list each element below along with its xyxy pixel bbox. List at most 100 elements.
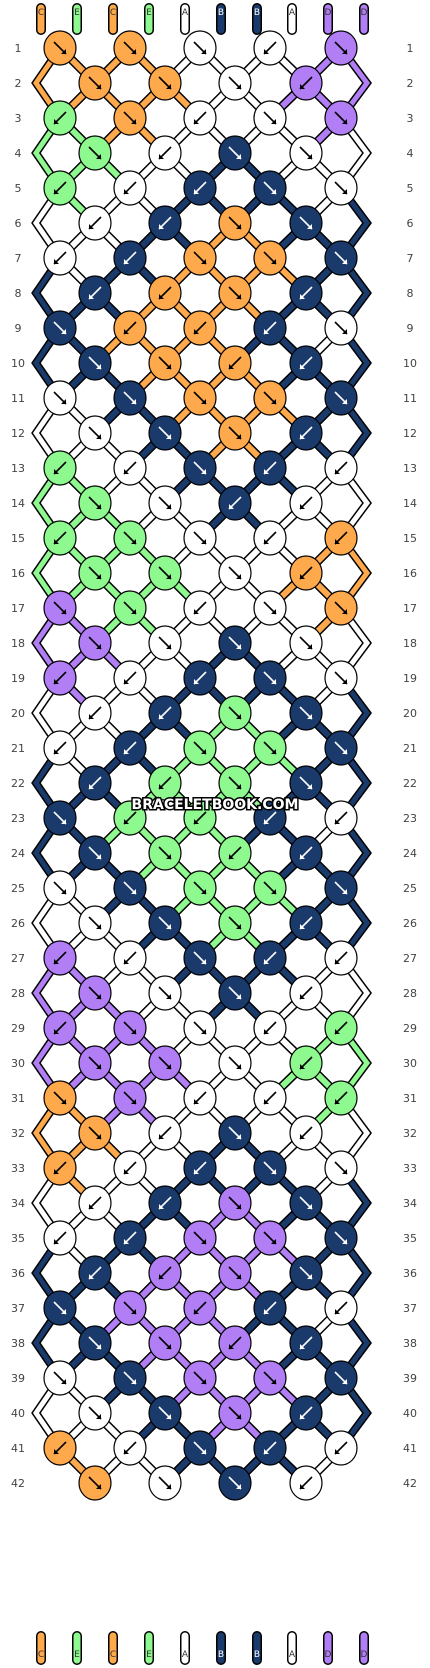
arrow-icon-head <box>342 679 347 684</box>
knot <box>253 1220 287 1256</box>
arrow-icon-head <box>236 224 241 229</box>
knot <box>289 65 323 101</box>
knot <box>113 170 147 206</box>
arrow-icon-head <box>201 469 206 474</box>
knot <box>78 1325 112 1361</box>
knot <box>78 1465 112 1501</box>
arrow-icon-head <box>271 679 276 684</box>
row-label-left: 20 <box>11 707 25 720</box>
arrow-icon-head <box>89 224 94 229</box>
top-string-label: A <box>182 8 189 18</box>
arrow-icon-head <box>89 1274 94 1279</box>
arrow-icon-head <box>300 504 305 509</box>
knot <box>43 1220 77 1256</box>
knot <box>289 835 323 871</box>
knot <box>78 485 112 521</box>
arrow-icon-head <box>96 1344 101 1349</box>
knot <box>183 170 217 206</box>
row-label-right: 15 <box>403 532 417 545</box>
arrow-icon-head <box>236 1204 241 1209</box>
knot <box>289 1255 323 1291</box>
arrow-icon-head <box>229 854 234 859</box>
top-string-label: D <box>325 8 332 18</box>
knot <box>289 135 323 171</box>
arrow-icon-head <box>300 574 305 579</box>
bottom-string-label: C <box>110 1650 116 1660</box>
knot <box>183 380 217 416</box>
row-label-left: 39 <box>11 1372 25 1385</box>
arrow-icon-head <box>54 679 59 684</box>
row-label-right: 19 <box>403 672 417 685</box>
arrow-icon-head <box>166 924 171 929</box>
arrow-icon-head <box>61 889 66 894</box>
arrow-icon-head <box>342 889 347 894</box>
knot <box>113 1080 147 1116</box>
row-label-right: 4 <box>407 147 414 160</box>
knot <box>218 1185 252 1221</box>
row-label-left: 9 <box>15 322 22 335</box>
arrow-icon-head <box>96 1484 101 1489</box>
knot <box>43 170 77 206</box>
arrow-icon-head <box>342 189 347 194</box>
knot <box>324 170 358 206</box>
knot <box>289 555 323 591</box>
row-label-left: 7 <box>15 252 22 265</box>
arrow-icon-head <box>307 714 312 719</box>
arrow-icon-head <box>201 399 206 404</box>
knot <box>289 1325 323 1361</box>
row-label-right: 9 <box>407 322 414 335</box>
knot <box>289 695 323 731</box>
arrow-icon-head <box>96 364 101 369</box>
knot <box>218 485 252 521</box>
knot <box>253 1010 287 1046</box>
row-label-left: 2 <box>15 77 22 90</box>
knot <box>148 1255 182 1291</box>
row-label-left: 10 <box>11 357 25 370</box>
knot <box>113 380 147 416</box>
knot <box>183 1150 217 1186</box>
arrow-icon-head <box>194 679 199 684</box>
knot <box>324 940 358 976</box>
arrow-icon-head <box>166 364 171 369</box>
row-label-right: 21 <box>403 742 417 755</box>
row-label-left: 15 <box>11 532 25 545</box>
knot <box>148 345 182 381</box>
arrow-icon-head <box>342 49 347 54</box>
knot <box>113 30 147 66</box>
knot <box>43 940 77 976</box>
arrow-icon-head <box>236 644 241 649</box>
arrow-icon-head <box>166 994 171 999</box>
knot <box>183 730 217 766</box>
arrow-icon-head <box>271 119 276 124</box>
arrow-icon-head <box>159 1274 164 1279</box>
arrow-icon-head <box>271 259 276 264</box>
arrow-icon-head <box>300 854 305 859</box>
arrow-icon-head <box>236 1064 241 1069</box>
row-label-right: 36 <box>403 1267 417 1280</box>
arrow-icon-head <box>342 259 347 264</box>
row-label-right: 7 <box>407 252 414 265</box>
arrow-icon-head <box>201 749 206 754</box>
knot <box>148 975 182 1011</box>
knot <box>289 205 323 241</box>
top-string-label: C <box>110 8 116 18</box>
arrow-icon-head <box>124 749 129 754</box>
row-label-right: 34 <box>403 1197 417 1210</box>
row-label-right: 24 <box>403 847 417 860</box>
arrow-icon-head <box>131 1029 136 1034</box>
arrow-icon-head <box>229 504 234 509</box>
row-label-left: 42 <box>11 1477 25 1490</box>
row-label-right: 37 <box>403 1302 417 1315</box>
knot <box>324 1290 358 1326</box>
row-label-right: 41 <box>403 1442 417 1455</box>
arrow-icon-head <box>236 84 241 89</box>
row-label-left: 14 <box>11 497 25 510</box>
arrow-icon-head <box>236 1134 241 1139</box>
knot <box>148 1115 182 1151</box>
knot <box>148 1045 182 1081</box>
knot <box>324 100 358 136</box>
arrow-icon-head <box>54 469 59 474</box>
arrow-icon-head <box>166 1414 171 1419</box>
arrow-icon-head <box>264 329 269 334</box>
